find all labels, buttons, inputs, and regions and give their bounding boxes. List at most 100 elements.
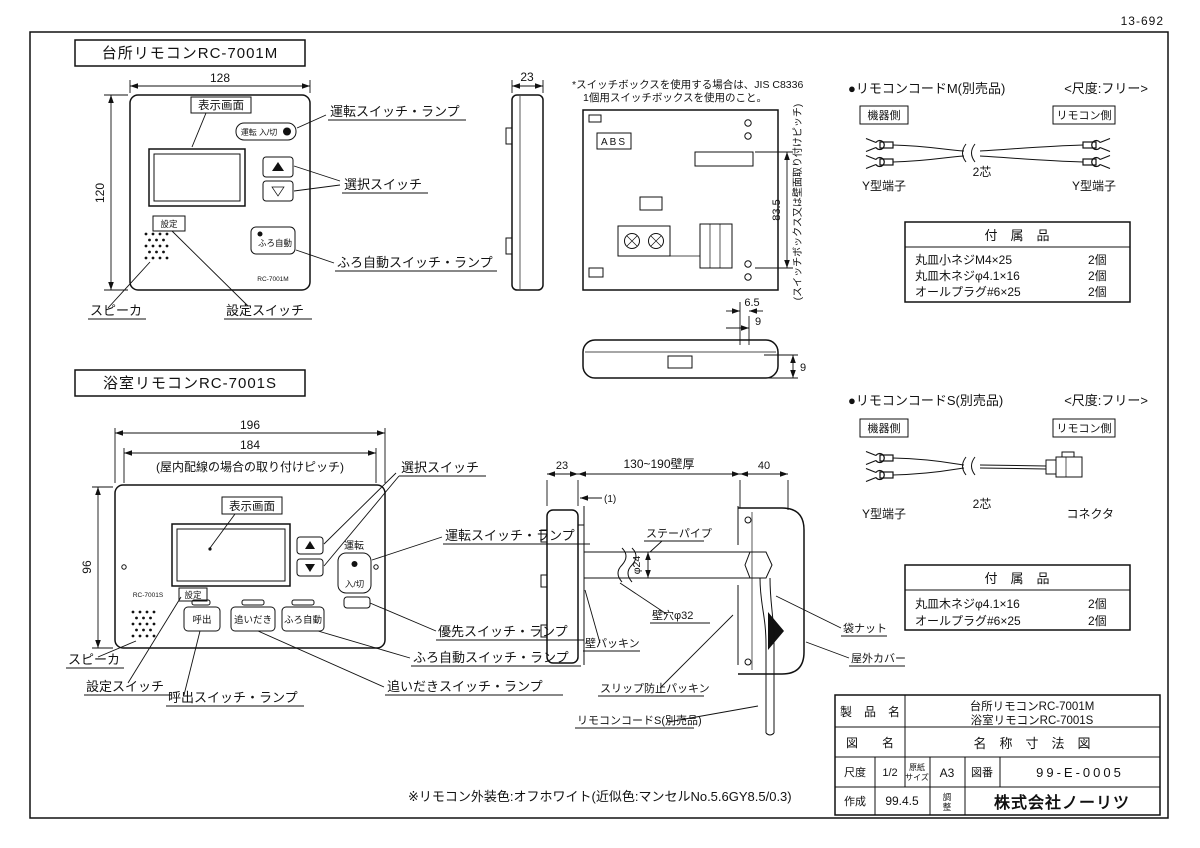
cord-m-remote-side: リモコン側 — [1057, 109, 1112, 122]
svg-text:ステーパイプ: ステーパイプ — [646, 527, 712, 540]
cord-s-section: ●リモコンコードS(別売品) <尺度:フリー> 機器側 リモコン側 2芯 Y型端… — [848, 393, 1148, 521]
install-dim-cover: 40 — [758, 460, 770, 472]
install-bag-nut-label: 袋ナット — [775, 595, 887, 637]
kitchen-display-inner — [153, 153, 241, 202]
bottom-dim-65: 6.5 — [744, 297, 759, 309]
bath-auto-button: ふろ自動 — [281, 599, 325, 632]
svg-text:設定スイッチ: 設定スイッチ — [226, 303, 304, 318]
kitchen-dim-height — [104, 94, 128, 291]
install-outdoor-cover-label: 屋外カバー — [805, 641, 906, 667]
cord-s-terminal-left: Y型端子 — [862, 507, 906, 521]
svg-text:設定: 設定 — [184, 590, 202, 600]
tb-scale-value: 1/2 — [882, 767, 897, 779]
svg-text:呼出スイッチ・ランプ: 呼出スイッチ・ランプ — [168, 690, 298, 705]
kitchen-title-box — [74, 39, 306, 67]
accessories-s-row2-name: オールプラグ#6×25 — [915, 614, 1021, 628]
bath-display — [171, 523, 291, 587]
bath-speaker-holes — [131, 610, 156, 638]
install-cord-label: リモコンコードS(別売品) — [575, 705, 759, 729]
svg-text:運転 入/切: 運転 入/切 — [241, 128, 277, 137]
kitchen-dim-width-label: 128 — [210, 71, 230, 85]
cord-s-remote-side: リモコン側 — [1057, 422, 1112, 435]
install-wall-packing-label: 壁パッキン — [583, 589, 640, 652]
bath-auto-label: ふろ自動スイッチ・ランプ — [317, 630, 581, 667]
install-pipe-dia: φ24 — [631, 556, 643, 575]
install-slip-packing-label: スリップ防止パッキン — [598, 614, 734, 697]
tb-drawing-label: 図 名 — [846, 735, 894, 750]
accessories-s-row2-qty: 2個 — [1088, 614, 1107, 628]
install-dim-one: (1) — [604, 494, 616, 505]
bath-call-label: 呼出スイッチ・ランプ — [166, 630, 304, 707]
kitchen-bottom-view: 6.5 9 9 — [582, 297, 806, 379]
bath-select-down-button — [296, 558, 324, 577]
bath-dim-height-label: 96 — [80, 560, 94, 574]
svg-text:選択スイッチ: 選択スイッチ — [401, 460, 479, 475]
accessories-s-row1-name: 丸皿木ネジφ4.1×16 — [915, 597, 1020, 611]
cord-m-graphic — [865, 137, 1111, 170]
svg-text:ふろ自動: ふろ自動 — [284, 614, 322, 626]
rear-pitch-note: (スイッチボックス又は壁面取り付けピッチ) — [791, 104, 804, 300]
svg-text:スピーカ: スピーカ — [68, 652, 120, 667]
bath-select-label: 選択スイッチ — [323, 460, 486, 567]
cord-s-title: ●リモコンコードS(別売品) — [848, 393, 1003, 408]
accessories-s-table: 付 属 品 丸皿木ネジφ4.1×16 2個 オールプラグ#6×25 2個 — [904, 564, 1131, 631]
svg-text:選択スイッチ: 選択スイッチ — [344, 177, 422, 192]
svg-text:屋外カバー: 屋外カバー — [851, 652, 906, 665]
install-wall-hole-label: 壁穴φ32 — [619, 582, 710, 624]
svg-text:スリップ防止パッキン: スリップ防止パッキン — [600, 681, 710, 695]
svg-text:ふろ自動スイッチ・ランプ: ふろ自動スイッチ・ランプ — [413, 650, 569, 665]
bottom-dim-9a: 9 — [755, 316, 761, 328]
kitchen-dim-depth-label: 23 — [520, 70, 534, 84]
cord-m-core-label: 2芯 — [973, 165, 992, 179]
svg-text:スピーカ: スピーカ — [90, 303, 142, 318]
tb-product-line1: 台所リモコンRC-7001M — [970, 699, 1095, 713]
accessories-m-table: 付 属 品 丸皿小ネジM4×25 2個 丸皿木ネジφ4.1×16 2個 オールプ… — [904, 221, 1131, 303]
cord-s-device-side: 機器側 — [868, 421, 901, 435]
title-block: 製 品 名 台所リモコンRC-7001M 浴室リモコンRC-7001S 図 名 … — [834, 694, 1161, 816]
svg-text:表示画面: 表示画面 — [229, 499, 275, 513]
kitchen-setting-button: 設定 — [152, 215, 186, 232]
svg-text:入/切: 入/切 — [345, 579, 364, 589]
tb-drawing-name: 名 称 寸 法 図 — [973, 736, 1090, 751]
svg-text:運転: 運転 — [344, 540, 364, 552]
kitchen-title: 台所リモコンRC-7001M — [102, 45, 279, 62]
accessories-m-row1-name: 丸皿小ネジM4×25 — [915, 253, 1012, 267]
accessories-s-row1-qty: 2個 — [1088, 597, 1107, 611]
kitchen-section: 台所リモコンRC-7001M 128 120 表示画面 運転 入/切 — [74, 39, 497, 320]
cord-m-terminal-right: Y型端子 — [1072, 179, 1116, 193]
tb-fig-label: 図番 — [971, 766, 993, 779]
accessories-s-title: 付 属 品 — [984, 571, 1049, 586]
kitchen-power-button: 運転 入/切 — [235, 122, 297, 141]
bath-display-label: 表示画面 — [208, 496, 283, 551]
tb-paper-label2: サイズ — [905, 772, 929, 782]
bath-priority-label: 優先スイッチ・ランプ — [369, 602, 583, 641]
cord-s-core-label: 2芯 — [973, 497, 992, 511]
cord-m-device-side: 機器側 — [868, 108, 901, 122]
kitchen-select-down-button — [262, 180, 294, 202]
bath-setting-button: 設定 — [178, 587, 208, 602]
svg-text:ふろ自動: ふろ自動 — [258, 238, 292, 248]
tb-paper-value: A3 — [940, 766, 955, 780]
bath-call-button: 呼出 — [183, 599, 221, 632]
install-dim-depth: 23 — [556, 460, 568, 472]
svg-text:表示画面: 表示画面 — [198, 98, 244, 112]
svg-text:リモコンコードS(別売品): リモコンコードS(別売品) — [577, 714, 702, 727]
accessories-m-row1-qty: 2個 — [1088, 253, 1107, 267]
svg-text:運転スイッチ・ランプ: 運転スイッチ・ランプ — [445, 528, 575, 543]
bath-dim-pitch-label: 184 — [240, 438, 260, 452]
tb-paper-label1: 原紙 — [909, 762, 925, 772]
tb-company: 株式会社ノーリツ — [994, 793, 1130, 812]
rear-note-line1: *スイッチボックスを使用する場合は、JIS C8336 — [572, 78, 803, 91]
tb-adjust-label2: 整 — [943, 802, 952, 812]
bottom-dim-9b: 9 — [800, 362, 806, 374]
drawing-border — [29, 31, 1169, 819]
tb-scale-label: 尺度 — [844, 765, 866, 779]
tb-fig-value: 99-E-0005 — [1036, 765, 1124, 780]
accessories-m-title: 付 属 品 — [984, 228, 1049, 243]
svg-text:追いだきスイッチ・ランプ: 追いだきスイッチ・ランプ — [387, 679, 543, 694]
kitchen-speaker-label: スピーカ — [88, 261, 151, 320]
bath-power-label: 運転スイッチ・ランプ — [371, 528, 590, 561]
rear-screw-left — [624, 233, 640, 249]
bath-setting-label: 設定スイッチ — [84, 596, 182, 696]
exterior-color-note: ※リモコン外装色:オフホワイト(近似色:マンセルNo.5.6GY8.5/0.3) — [408, 789, 792, 804]
